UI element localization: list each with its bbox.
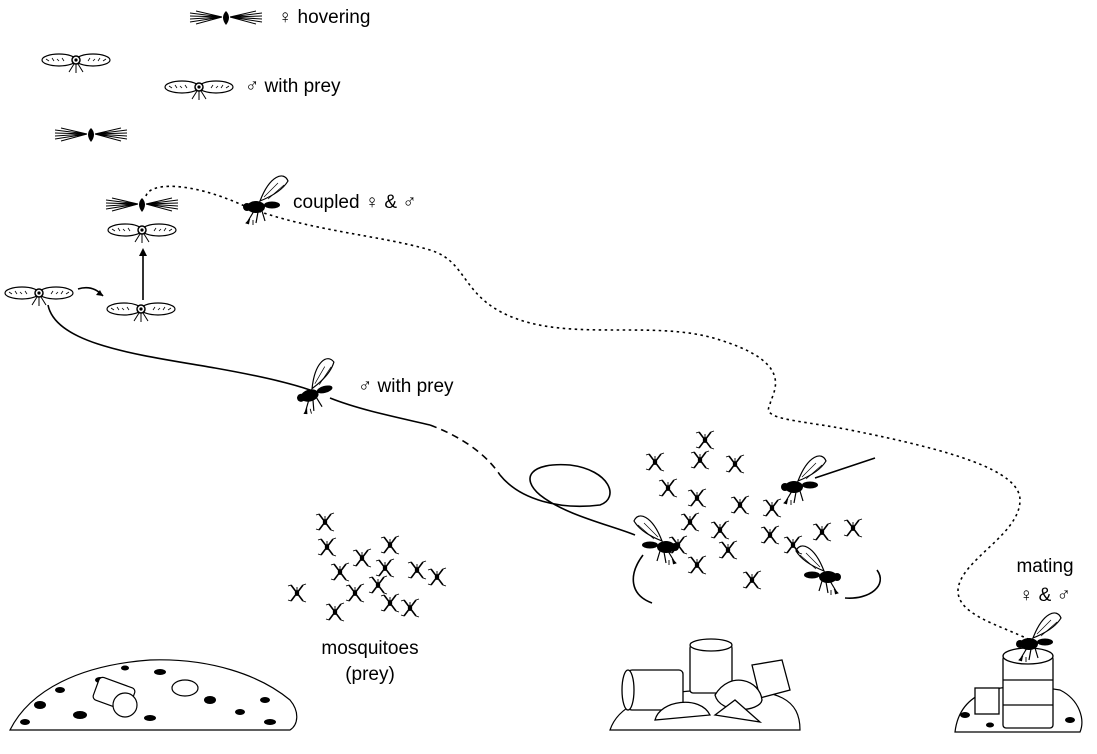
coupled-flight-path: [145, 185, 1031, 641]
male-flight-path-2: [329, 397, 431, 426]
hovering-female-icon: [189, 10, 263, 26]
male-fly-icon: [4, 286, 74, 307]
arrow-head-icon: [96, 290, 103, 296]
hovering-female-icon: [105, 197, 179, 213]
rubble-pile-barrels: [609, 638, 801, 731]
male-with-prey-icon: [164, 80, 234, 101]
male-with-prey-label-top: ♂ with prey: [245, 76, 341, 97]
fly-path-stub: [814, 457, 876, 479]
mating-sexes-label: ♀ & ♂: [1019, 585, 1071, 606]
male-flight-loop: [499, 463, 636, 536]
swarm-fly-icon: [780, 455, 827, 506]
hovering-fly-icon: [41, 53, 111, 74]
male-with-prey-label-mid: ♂ with prey: [358, 376, 454, 397]
male-flight-path: [47, 304, 311, 391]
swarm-fly-icon: [795, 545, 842, 596]
hovering-fly-icon: [54, 127, 128, 143]
mating-barrel: [954, 647, 1083, 733]
fly-path-stub: [844, 569, 882, 599]
male-flight-path-dashed: [429, 424, 501, 476]
approaching-fly-icon: [107, 223, 177, 244]
coupled-flies-icon: [242, 175, 289, 226]
prey-mosquito-cluster: [287, 512, 447, 622]
female-hovering-label: ♀ hovering: [278, 7, 371, 28]
mosquitoes-label: mosquitoes: [321, 638, 419, 659]
male-fly-icon: [106, 302, 176, 323]
mating-label: mating: [1016, 556, 1074, 577]
fly-path-stub: [632, 554, 653, 604]
coupled-label: coupled ♀ & ♂: [293, 192, 417, 213]
rubble-pile-left: [9, 659, 298, 731]
mosquito-swarm: [645, 430, 863, 590]
prey-label: (prey): [345, 664, 395, 685]
arrow-head-icon: [139, 248, 147, 256]
